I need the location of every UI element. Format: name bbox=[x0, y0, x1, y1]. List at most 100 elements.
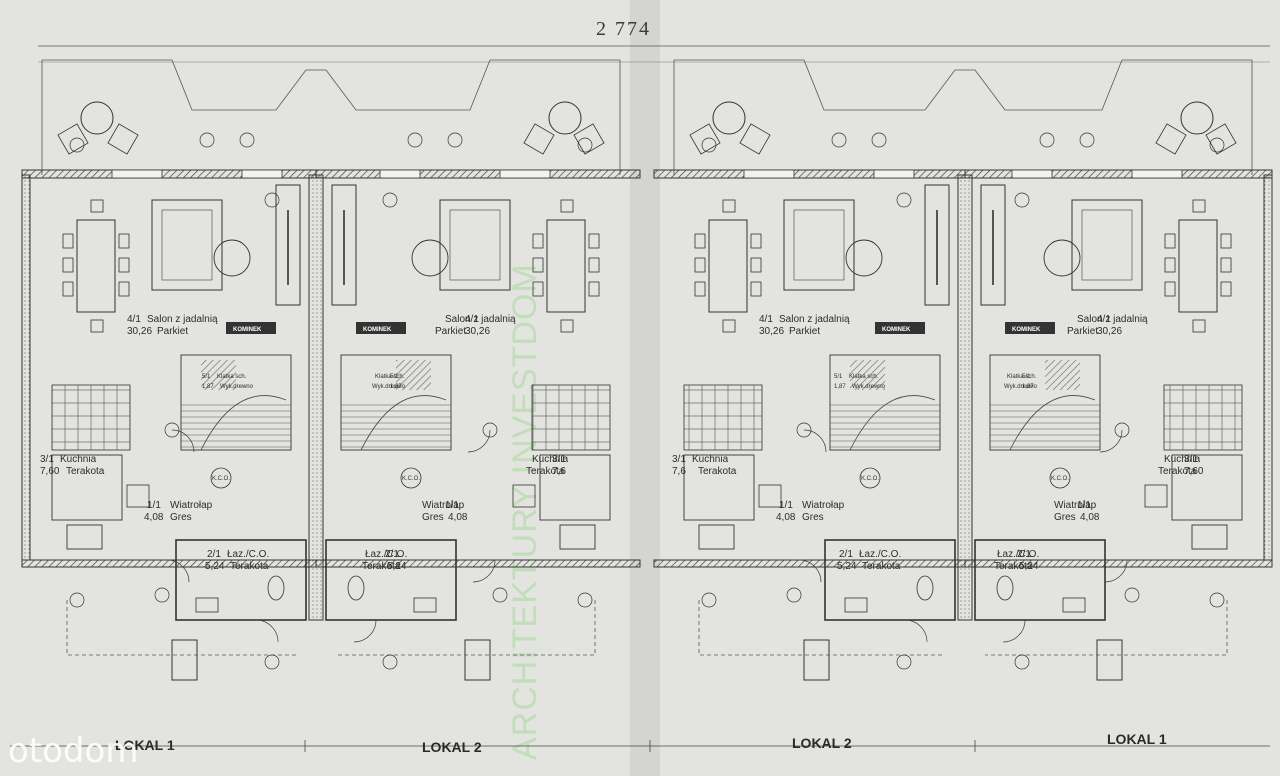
door-swing bbox=[1099, 429, 1123, 453]
salon-floor: Parkiet bbox=[789, 326, 820, 337]
sofa-inner bbox=[1081, 209, 1133, 281]
vestibule-floor: Gres bbox=[1054, 512, 1076, 523]
salon-area: 30,26 bbox=[127, 326, 152, 337]
kitchen-floor: Terakota bbox=[1158, 466, 1197, 477]
stairs-rect bbox=[989, 354, 1101, 451]
vestibule-floor: Gres bbox=[170, 512, 192, 523]
vestibule-code: 1/1 bbox=[1077, 500, 1091, 511]
boiler-circle bbox=[1049, 467, 1071, 489]
door-swing bbox=[467, 429, 491, 453]
sofa bbox=[1071, 199, 1143, 291]
sofa-inner bbox=[793, 209, 845, 281]
stair-curve bbox=[200, 395, 287, 451]
stair-curve bbox=[1009, 395, 1096, 451]
sink bbox=[698, 524, 735, 550]
door-swing bbox=[171, 429, 195, 453]
vestibule-code: 1/1 bbox=[445, 500, 459, 511]
salon-area: 30,26 bbox=[465, 326, 490, 337]
marker-circle bbox=[896, 192, 912, 208]
marker-circle bbox=[1014, 654, 1030, 670]
chair bbox=[1220, 257, 1232, 273]
salon-floor: Parkiet bbox=[435, 326, 466, 337]
marker-circle bbox=[482, 422, 498, 438]
marker-circle bbox=[701, 592, 717, 608]
kitchen-name: Kuchnia bbox=[532, 454, 569, 465]
marker-circle bbox=[1079, 132, 1095, 148]
fireplace-label: KOMINEK bbox=[233, 327, 262, 333]
salon-name: Salon z jadalnią bbox=[445, 314, 516, 325]
marker-circle bbox=[701, 137, 717, 153]
bathroom-floor: Terakota bbox=[230, 561, 269, 572]
marker-circle bbox=[447, 132, 463, 148]
entry-dashed-path bbox=[698, 600, 945, 656]
outer-side-wall bbox=[21, 174, 31, 561]
vestibule-area: 4,08 bbox=[144, 512, 164, 523]
vestibule-area: 4,08 bbox=[448, 512, 468, 523]
boiler-circle bbox=[859, 467, 881, 489]
terrace-chair bbox=[523, 123, 555, 155]
chair bbox=[750, 281, 762, 297]
chair bbox=[750, 233, 762, 249]
fireplace-box bbox=[1005, 322, 1055, 334]
marker-circle bbox=[796, 422, 812, 438]
bathroom-name: Łaz./C.O. bbox=[227, 549, 269, 560]
bathroom-area: 5,24 bbox=[205, 561, 225, 572]
toilet bbox=[916, 575, 934, 601]
bottom-wall bbox=[653, 559, 966, 568]
chair bbox=[588, 257, 600, 273]
top-wall bbox=[315, 169, 641, 179]
stair-hatch bbox=[850, 360, 885, 390]
salon-area: 30,26 bbox=[1097, 326, 1122, 337]
marker-circle bbox=[407, 132, 423, 148]
toilet bbox=[267, 575, 285, 601]
toilet bbox=[347, 575, 365, 601]
terrace-table bbox=[1180, 101, 1214, 135]
chair bbox=[560, 199, 574, 213]
overall-dimension-text: 2 774 bbox=[596, 18, 651, 40]
bathroom-box bbox=[974, 539, 1106, 621]
door-swing bbox=[803, 429, 827, 453]
marker-circle bbox=[239, 132, 255, 148]
wardrobe bbox=[924, 184, 950, 306]
kitchen-tiles bbox=[531, 384, 611, 451]
top-wall bbox=[653, 169, 966, 179]
terrace-table bbox=[80, 101, 114, 135]
bathroom-code: 2/1 bbox=[385, 549, 399, 560]
kitchen-counter bbox=[539, 454, 611, 521]
chair bbox=[588, 233, 600, 249]
vestibule-area: 4,08 bbox=[776, 512, 796, 523]
kitchen-area: 7,60 bbox=[40, 466, 60, 477]
kitchen-name: Kuchnia bbox=[692, 454, 729, 465]
fireplace-box bbox=[875, 322, 925, 334]
stairs-code: 5/1 bbox=[202, 374, 211, 380]
entry-step bbox=[1096, 639, 1123, 681]
boiler-circle bbox=[400, 467, 422, 489]
dining-table bbox=[708, 219, 748, 313]
washbasin bbox=[844, 597, 868, 613]
terrace-chair bbox=[739, 123, 771, 155]
kitchen-code: 3/1 bbox=[672, 454, 686, 465]
chair bbox=[532, 233, 544, 249]
stair-hatch bbox=[1045, 360, 1080, 390]
chair bbox=[118, 233, 130, 249]
toilet bbox=[996, 575, 1014, 601]
entry-step bbox=[171, 639, 198, 681]
terrace-outline bbox=[673, 59, 965, 175]
stove bbox=[1144, 484, 1168, 508]
entry-step bbox=[464, 639, 491, 681]
terrace-table bbox=[712, 101, 746, 135]
entry-step bbox=[803, 639, 830, 681]
stairs-rect bbox=[340, 354, 452, 451]
salon-code: 4/1 bbox=[1097, 314, 1111, 325]
chair bbox=[1192, 199, 1206, 213]
boiler-label: K.C.O. bbox=[402, 476, 420, 482]
stairs-area: 1,87 bbox=[202, 384, 214, 390]
marker-circle bbox=[1124, 587, 1140, 603]
stairs-rect bbox=[829, 354, 941, 451]
kitchen-floor: Terakota bbox=[698, 466, 737, 477]
vestibule-code: 1/1 bbox=[147, 500, 161, 511]
kitchen-tiles bbox=[51, 384, 131, 451]
chair bbox=[1192, 319, 1206, 333]
